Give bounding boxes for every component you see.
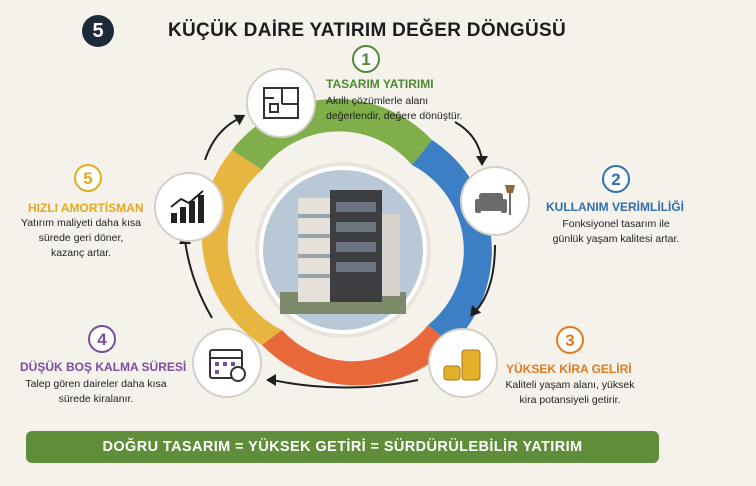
step-2-title: KULLANIM VERİMLİLİĞİ	[546, 200, 684, 214]
cycle-segment-orange	[262, 325, 452, 386]
arrow-5-to-1	[204, 117, 241, 161]
calendar-icon	[209, 349, 246, 382]
arrow-2-to-3	[474, 244, 496, 313]
armchair-icon	[475, 185, 515, 215]
step-1-title: TASARIM YATIRIMI	[326, 77, 434, 91]
step-4-title: DÜŞÜK BOŞ KALMA SÜRESİ	[20, 360, 187, 374]
step-3-icon-circle	[428, 328, 498, 398]
step-3-number: 3	[556, 326, 584, 354]
building-illustration	[280, 190, 406, 314]
step-4-icon-circle	[192, 328, 262, 398]
cycle-number-badge: 5	[82, 15, 114, 47]
step-5-icon-circle	[154, 172, 224, 242]
arrow-1-to-2	[454, 121, 483, 161]
page-title: KÜÇÜK DAİRE YATIRIM DEĞER DÖNGÜSÜ	[168, 20, 567, 41]
step-4-number: 4	[88, 325, 116, 353]
blueprint-icon	[263, 87, 299, 119]
step-2-number: 2	[602, 165, 630, 193]
arrow-4-to-5	[184, 239, 213, 319]
step-3-title: YÜKSEK KİRA GELİRİ	[506, 362, 632, 376]
arrow-3-to-4	[271, 379, 419, 389]
step-5-number: 5	[74, 164, 102, 192]
step-2-icon-circle	[460, 166, 530, 236]
step-1-icon-circle	[246, 68, 316, 138]
coins-icon	[443, 349, 481, 381]
step-5-title: HIZLI AMORTİSMAN	[28, 201, 144, 215]
step-1-number: 1	[352, 45, 380, 73]
growth-chart-icon	[170, 190, 204, 223]
summary-banner: DOĞRU TASARIM = YÜKSEK GETİRİ = SÜRDÜRÜL…	[26, 431, 659, 463]
